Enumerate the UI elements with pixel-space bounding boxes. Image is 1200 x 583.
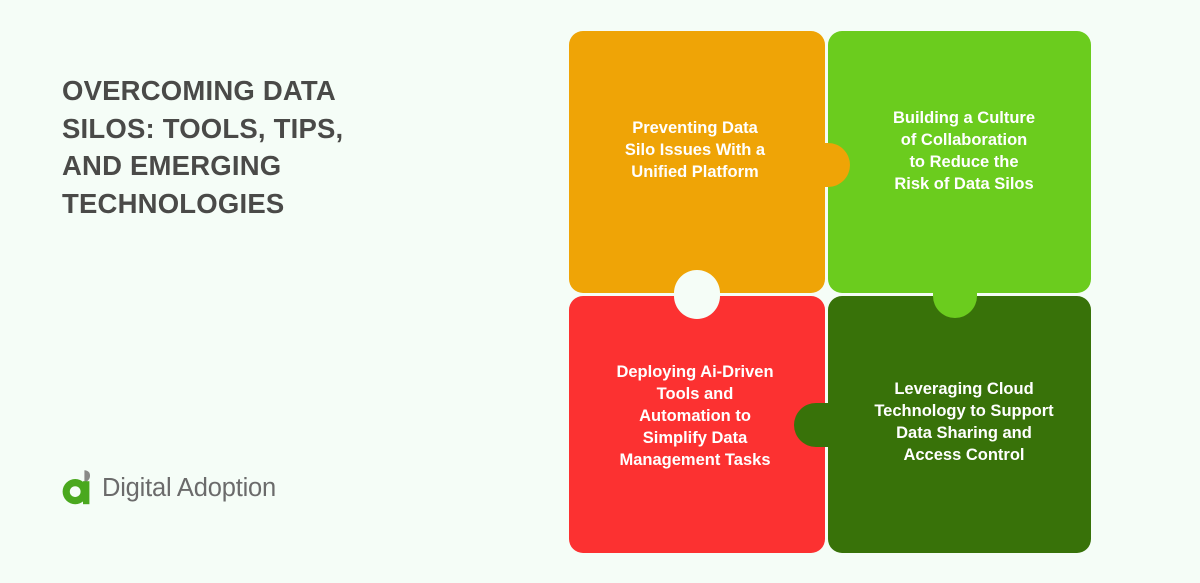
puzzle-piece-top-right[interactable] bbox=[828, 31, 1091, 330]
puzzle-piece-bottom-left[interactable] bbox=[569, 296, 825, 553]
puzzle-piece-bottom-right[interactable] bbox=[794, 296, 1091, 553]
puzzle-piece-top-left[interactable] bbox=[569, 31, 859, 293]
page-title: Overcoming Data Silos: Tools, Tips, and … bbox=[62, 75, 344, 219]
jigsaw-diagram: Preventing Data Silo Issues With a Unifi… bbox=[560, 22, 1100, 562]
brand-logo[interactable]: Digital Adoption bbox=[60, 468, 276, 508]
brand-name: Digital Adoption bbox=[102, 474, 277, 503]
digital-adoption-a-logo-icon bbox=[62, 470, 91, 505]
